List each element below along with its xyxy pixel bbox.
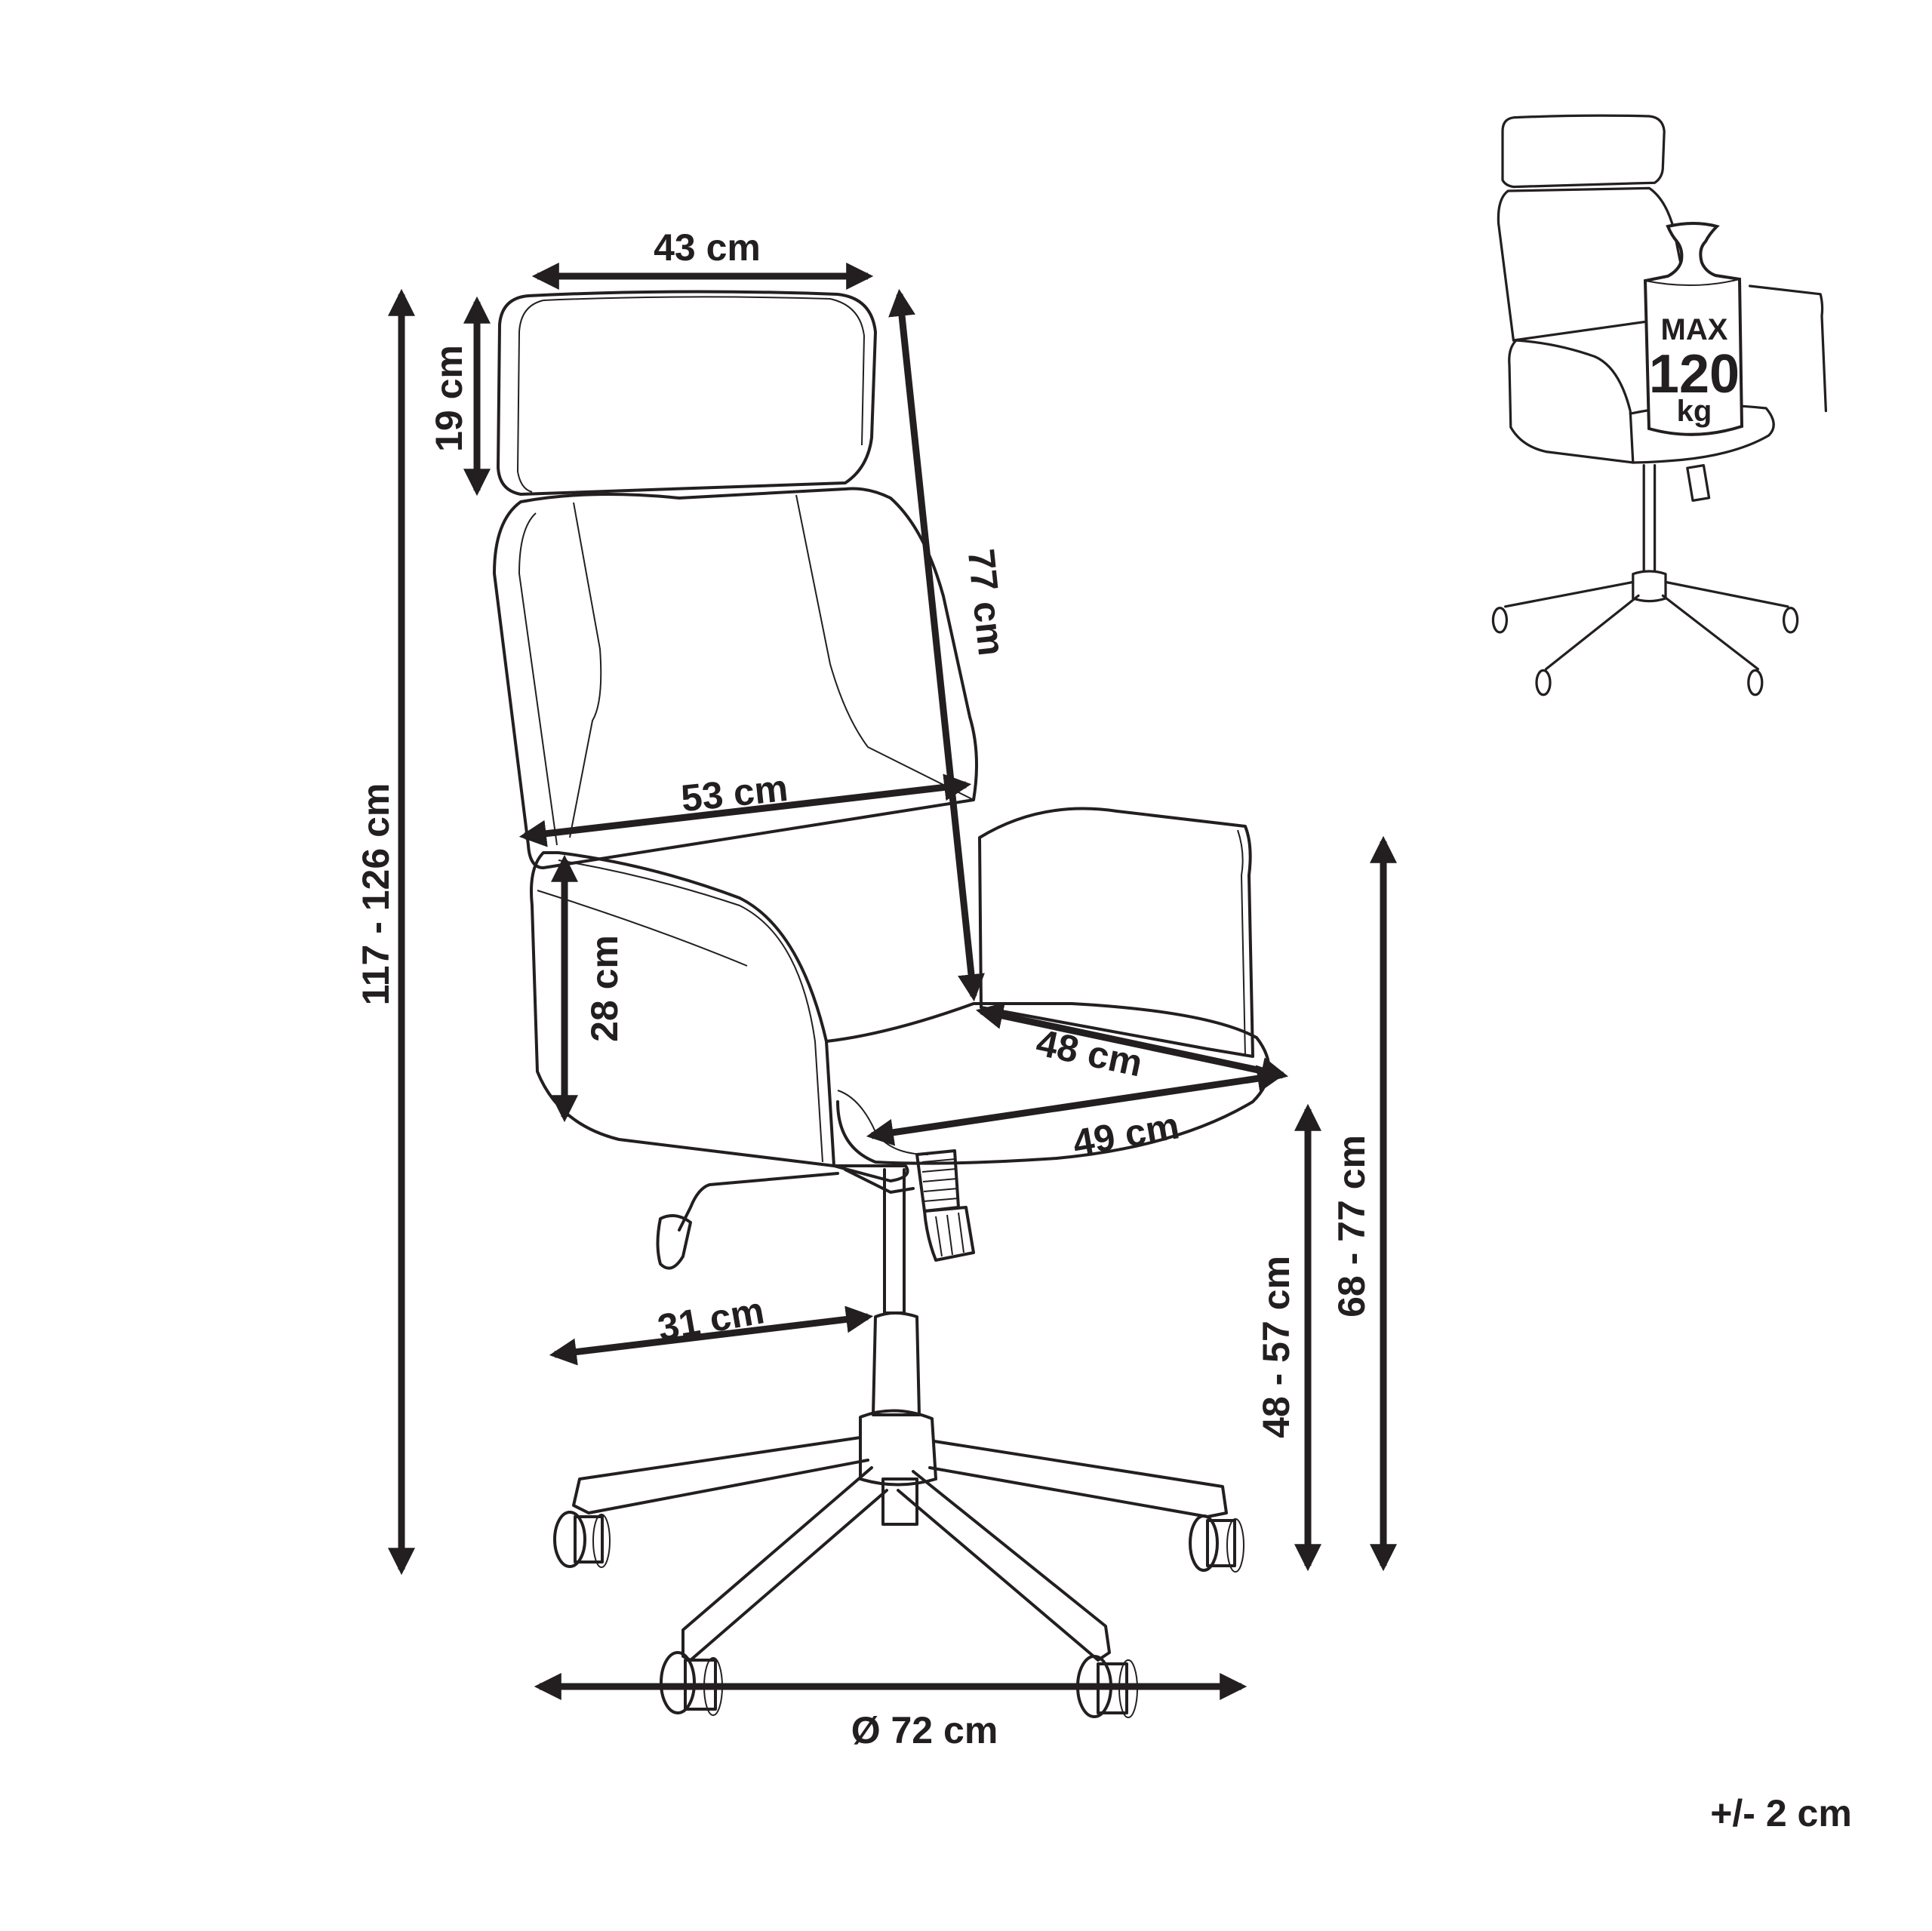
label-armrest-floor-height: 68 - 77 cm: [1331, 1135, 1373, 1318]
label-headrest-height: 19 cm: [428, 345, 470, 452]
max-load-value: 120: [1649, 344, 1740, 404]
label-armrest-height: 28 cm: [583, 935, 626, 1042]
label-seat-width: 49 cm: [1069, 1104, 1182, 1164]
max-load-label: MAX: [1661, 313, 1728, 346]
label-base-leg-length: 31 cm: [654, 1289, 767, 1349]
label-headrest-width: 43 cm: [654, 226, 761, 269]
max-load-unit: kg: [1677, 395, 1712, 428]
label-tolerance: +/- 2 cm: [1710, 1792, 1852, 1834]
caster-back-left: [553, 1511, 611, 1568]
label-backrest-height: 77 cm: [960, 547, 1014, 658]
label-seat-height: 48 - 57 cm: [1255, 1256, 1297, 1438]
dimension-arrows: [388, 263, 1397, 1700]
max-load-inset: MAX 120 kg: [1491, 114, 1828, 696]
weight-icon: MAX 120 kg: [1643, 222, 1744, 436]
label-base-diameter: Ø 72 cm: [851, 1709, 998, 1751]
label-total-height: 117 - 126 cm: [355, 783, 397, 1006]
caster-back-right: [1189, 1514, 1244, 1573]
label-seat-depth: 48 cm: [1032, 1021, 1146, 1084]
label-backrest-width: 53 cm: [679, 767, 790, 820]
